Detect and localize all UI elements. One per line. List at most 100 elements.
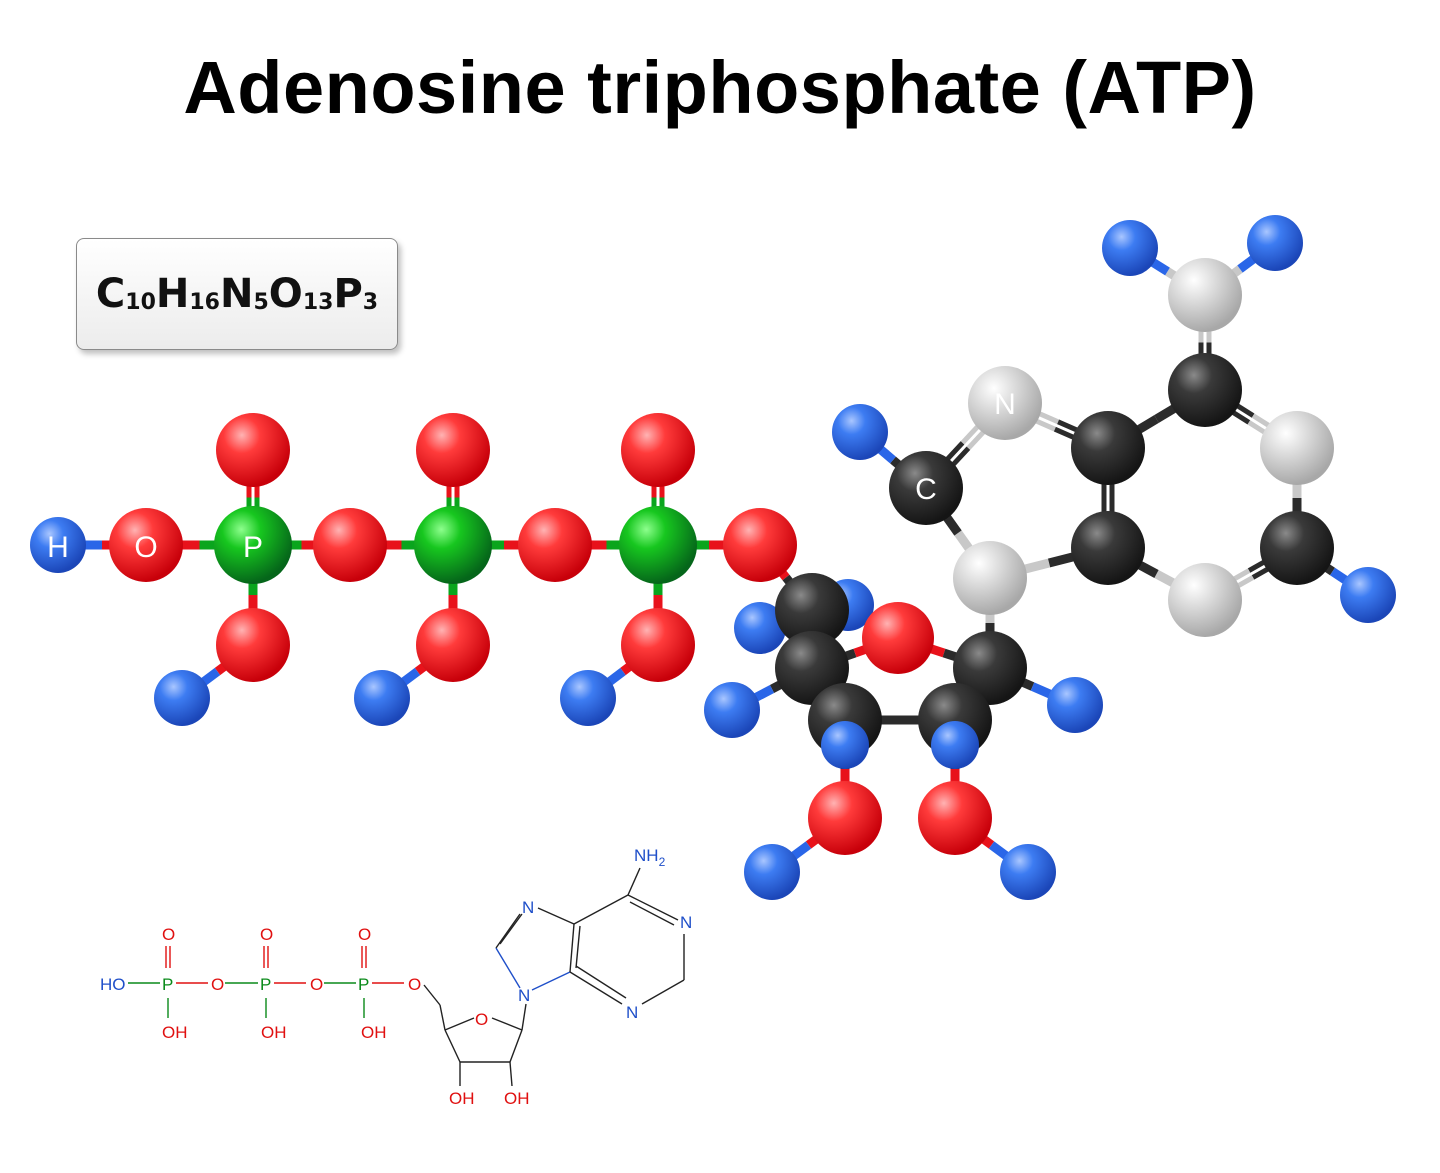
atom-carbon-c8 [889, 451, 963, 525]
skeletal-hydroxyl-p3: OH [361, 1023, 387, 1042]
skeletal-hydroxyl-3prime: OH [449, 1089, 475, 1108]
atom-oxygen-o2t [416, 413, 490, 487]
formula-hydrogen-count: 16 [189, 289, 220, 315]
atom-oxygen-oR [862, 602, 934, 674]
formula-phosphorus: P [333, 271, 363, 317]
ball-label-carbon: C [915, 473, 937, 506]
atom-hydrogen-h2a [931, 721, 979, 769]
atom-phosphorus-p3 [619, 506, 697, 584]
diagram-title: Adenosine triphosphate (ATP) [183, 46, 1257, 129]
skeletal-bond [444, 1017, 475, 1031]
skeletal-hydroxyl-terminal: HO [100, 975, 126, 994]
skeletal-bond [439, 1004, 446, 1031]
skeletal-ring-oxygen: O [475, 1010, 488, 1029]
formula-nitrogen-count: 5 [253, 289, 269, 315]
atom-oxygen-o3p [808, 781, 882, 855]
atom-hydrogen-hn2 [1247, 215, 1303, 271]
skeletal-bond [569, 971, 623, 1005]
skeletal-bridge-oxygen-3: O [408, 975, 421, 994]
skeletal-nitrogen-1: N [680, 913, 692, 932]
skeletal-bond [573, 894, 629, 925]
skeletal-hydroxyl-2prime: OH [504, 1089, 530, 1108]
atom-nitrogen-n3 [1168, 563, 1242, 637]
atom-hydrogen-h1 [154, 670, 210, 726]
atom-hydrogen-h3 [560, 670, 616, 726]
formula-oxygen-count: 13 [302, 289, 334, 315]
atom-carbon-c5 [775, 573, 849, 647]
atom-nitrogen-n6 [1168, 258, 1242, 332]
skeletal-bond [537, 907, 575, 925]
formula-phosphorus-count: 3 [362, 289, 379, 315]
ball-label-hydrogen: H [47, 531, 69, 564]
skeletal-oxo-2: O [260, 925, 273, 944]
skeletal-hydroxyl-p1: OH [162, 1023, 188, 1042]
skeletal-hydroxyl-p2: OH [261, 1023, 287, 1042]
skeletal-bond [575, 925, 581, 969]
skeletal-phosphorus-3: P [358, 975, 369, 994]
atom-carbon-c4a [1071, 511, 1145, 585]
atom-oxygen-o2 [313, 508, 387, 582]
atom-oxygen-o4 [723, 508, 797, 582]
atom-oxygen-o3b [621, 608, 695, 682]
skeletal-bond [641, 979, 685, 1005]
atom-hydrogen-h2r [1340, 567, 1396, 623]
skeletal-oxo-1: O [162, 925, 175, 944]
skeletal-nitrogen-9: N [518, 986, 530, 1005]
skeletal-bond [575, 965, 627, 999]
skeletal-bond [629, 901, 675, 926]
atom-hydrogen-h2p [1000, 844, 1056, 900]
skeletal-bond [495, 913, 521, 949]
atom-carbon-c6 [1168, 353, 1242, 427]
atom-hydrogen-hc5b [734, 602, 786, 654]
atom-oxygen-o2p [918, 781, 992, 855]
atom-oxygen-o1t [216, 413, 290, 487]
ball-label-nitrogen: N [994, 388, 1016, 421]
skeletal-bond [509, 1061, 513, 1087]
formula-nitrogen: N [220, 271, 254, 317]
ball-label-oxygen: O [134, 531, 157, 564]
atom-hydrogen-h3a [821, 721, 869, 769]
atom-hydrogen-h1p [1047, 677, 1103, 733]
atom-oxygen-o3t [621, 413, 695, 487]
skeletal-bridge-oxygen-2: O [310, 975, 323, 994]
atom-carbon-c1 [953, 631, 1027, 705]
atom-nitrogen-n9 [953, 541, 1027, 615]
skeletal-bond [627, 894, 679, 921]
skeletal-bond [531, 971, 571, 991]
skeletal-bond [444, 1029, 461, 1063]
skeletal-bonds [128, 867, 685, 1087]
skeletal-phosphorus-2: P [260, 975, 271, 994]
atom-phosphorus-p2 [414, 506, 492, 584]
atom-carbon-c5a [1071, 411, 1145, 485]
atom-carbon-c2a [1260, 511, 1334, 585]
skeletal-nitrogen-7: N [522, 898, 534, 917]
atom-hydrogen-hn1 [1102, 220, 1158, 276]
skeletal-bond [499, 913, 523, 945]
formula-carbon-count: 10 [125, 289, 156, 315]
atom-phosphorus-p1 [214, 506, 292, 584]
atom-layer [30, 215, 1396, 900]
skeletal-amine: NH2 [634, 846, 666, 869]
skeletal-phosphorus-1: P [162, 975, 173, 994]
skeletal-bond [491, 1017, 523, 1031]
skeletal-bond [627, 867, 641, 896]
skeletal-oxo-3: O [358, 925, 371, 944]
atom-oxygen-o1 [109, 508, 183, 582]
formula-hydrogen: H [155, 271, 190, 317]
atom-nitrogen-n1 [1260, 411, 1334, 485]
atom-hydrogen-h2 [354, 670, 410, 726]
ball-label-phosphorus: P [243, 531, 263, 564]
skeletal-nitrogen-3: N [626, 1003, 638, 1022]
formula-carbon: C [95, 271, 126, 317]
skeletal-bond [509, 1029, 523, 1063]
atom-nitrogen-n7 [968, 366, 1042, 440]
skeletal-labels: HO P O OH O P O OH O P O OH O O OH OH N … [100, 846, 692, 1108]
atom-oxygen-o3 [518, 508, 592, 582]
atom-hydrogen-h4 [704, 682, 760, 738]
skeletal-bond [423, 984, 441, 1006]
formula-oxygen: O [268, 271, 303, 317]
skeletal-bond [569, 923, 575, 973]
skeletal-bond [521, 1003, 527, 1031]
